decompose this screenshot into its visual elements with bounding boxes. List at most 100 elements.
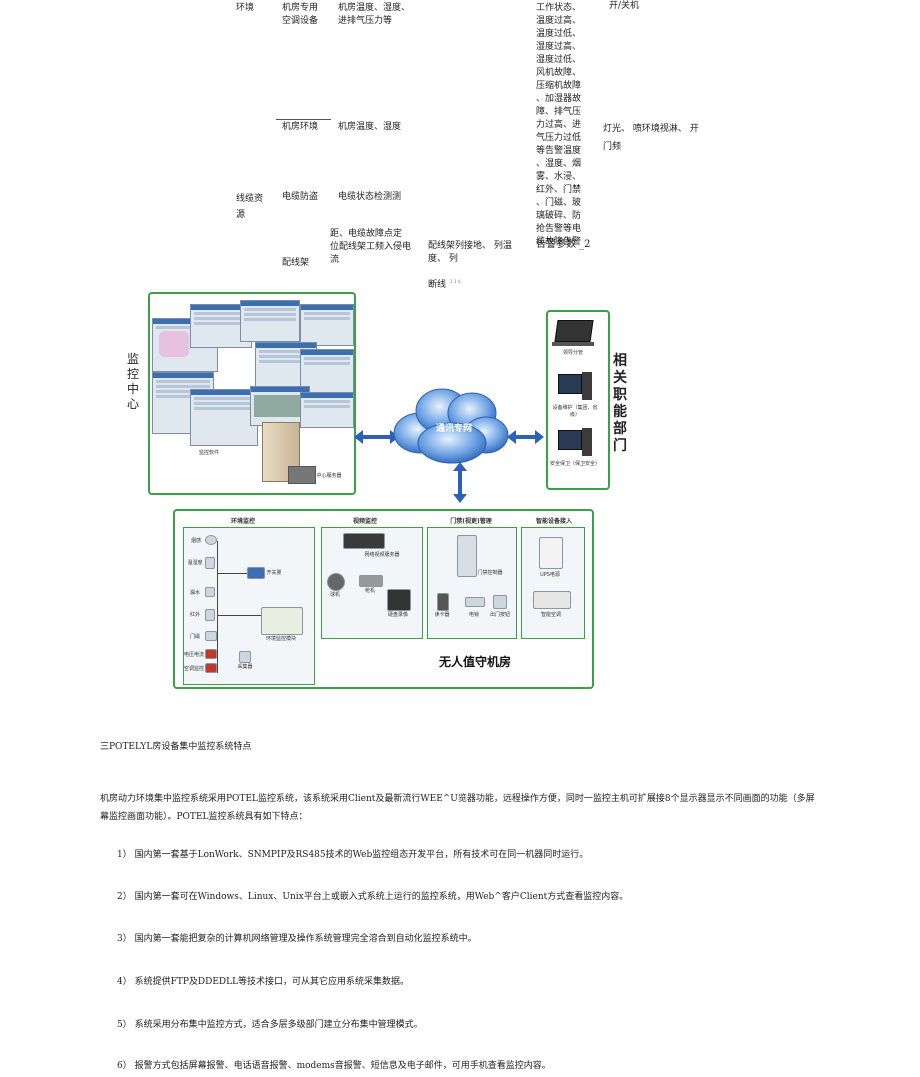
cell-frame-small: 1 1 ((. bbox=[450, 279, 463, 284]
dept-caption-3: 安全保卫（保卫安全） bbox=[550, 461, 601, 467]
electric-lock-icon bbox=[465, 597, 485, 607]
unattended-room-box: 环境监控 视频监控 门禁(视更)管理 智能设备接入 烟感 温湿度 漏水 红外 门… bbox=[173, 509, 594, 689]
workstation-icon bbox=[288, 466, 316, 484]
header-smart: 智能设备接入 bbox=[535, 518, 572, 525]
cap-reader: 读卡器 bbox=[434, 612, 450, 618]
access-controller-icon bbox=[457, 535, 477, 577]
switch-module-icon bbox=[247, 567, 265, 579]
feature-item-6: 6） 报警方式包括屏幕报警、电话语音报警、modems音报警、短信息及电子邮件，… bbox=[117, 1061, 551, 1071]
link-line-1 bbox=[217, 573, 247, 574]
arrowhead-left-icon bbox=[354, 430, 363, 444]
cell-env: 环境 bbox=[236, 3, 255, 13]
temp-sensor-icon bbox=[205, 557, 215, 569]
system-diagram: 监 控 中 心 监控软件 中心服务器 bbox=[118, 289, 630, 695]
cap-power: 电压电流 bbox=[183, 652, 204, 658]
cap-switch: 开关量 bbox=[266, 570, 282, 576]
section-intro: 机房动力环境集中监控系统采用POTEL监控系统，该系统采用Client及最新流行… bbox=[100, 794, 815, 822]
arrow-center-network bbox=[356, 435, 396, 439]
monitor-center-box: 监控软件 中心服务器 bbox=[148, 292, 356, 495]
ac-sensor-icon bbox=[205, 663, 217, 673]
cap-door: 门磁 bbox=[189, 634, 200, 640]
laptop-icon bbox=[554, 320, 594, 342]
arrowhead-down-icon bbox=[453, 494, 467, 503]
pc-monitor-icon bbox=[558, 374, 582, 394]
pc-monitor-icon-2 bbox=[558, 430, 582, 450]
cell-lights: 灯光、 喷环境视淋、 开 门频 bbox=[603, 124, 699, 152]
card-reader-icon bbox=[437, 593, 449, 611]
door-sensor-icon bbox=[205, 631, 217, 641]
arrowhead-right-icon-2 bbox=[535, 430, 544, 444]
cap-lock: 电锁 bbox=[468, 612, 479, 618]
label-monitor-center: 监 控 中 心 bbox=[126, 352, 139, 411]
cell-alarm-list: 工作状态、 温度过高、 温度过低、 湿度过高、 湿度过低、 风机故障、 压缩机故… bbox=[536, 3, 582, 247]
bullet-camera-icon bbox=[359, 575, 383, 587]
screen-3 bbox=[240, 300, 300, 342]
smoke-sensor-icon bbox=[205, 535, 217, 545]
collector-icon bbox=[239, 651, 251, 663]
feature-item-5: 5） 系统采用分布集中监控方式，适合多层多级部门建立分布集中管理模式。 bbox=[117, 1020, 423, 1030]
feature-item-2: 2） 国内第一套可在Windows、Linux、Unix平台上或嵌入式系统上运行… bbox=[117, 892, 629, 902]
cell-ac-params: 机房温度、湿度、 进排气压力等 bbox=[338, 3, 411, 26]
cap-ac: 空调监控 bbox=[183, 666, 204, 672]
header-video: 视频监控 bbox=[352, 518, 377, 525]
cap-collector: 采集器 bbox=[237, 664, 253, 670]
room-title: 无人值守机房 bbox=[438, 655, 511, 669]
screen-4 bbox=[300, 304, 354, 346]
dept-caption-1: 领导分管 bbox=[562, 350, 583, 356]
cell-onoff: 开/关机 bbox=[609, 1, 640, 11]
cell-room-params: 机房温度、湿度 bbox=[338, 122, 402, 132]
cap-ups: UPS电源 bbox=[540, 572, 560, 578]
power-sensor-icon bbox=[205, 649, 217, 659]
video-server-icon bbox=[343, 533, 385, 549]
dome-camera-icon bbox=[327, 573, 345, 591]
header-env: 环境监控 bbox=[230, 518, 255, 525]
cell-room-env: 机房环境 bbox=[282, 122, 319, 132]
label-related-depts: 相 关 职 能 部 门 bbox=[613, 353, 627, 454]
dept-caption-2: 设备维护（集团、省级） bbox=[552, 405, 598, 418]
cap-leak: 漏水 bbox=[189, 590, 200, 596]
feature-item-4: 4） 系统提供FTP及DDEDLL等技术接口，可从其它应用系统采集数据。 bbox=[117, 977, 410, 987]
cell-cable-resource: 线缆资 源 bbox=[236, 194, 264, 220]
arrow-network-room bbox=[458, 465, 462, 499]
network-cloud-icon bbox=[393, 388, 509, 464]
cap-nvr: 硬盘录像 bbox=[387, 612, 408, 618]
screen-10 bbox=[300, 392, 354, 428]
cap-env-module: 环境监控模块 bbox=[265, 636, 296, 642]
pc-tower-icon bbox=[582, 372, 592, 400]
cell-frame-params: 配线架列接地、 列温 度、 列 断线 bbox=[428, 241, 512, 290]
cap-video-server: 网络视频服务器 bbox=[364, 552, 400, 558]
exit-button-icon bbox=[493, 595, 507, 609]
arrowhead-up-icon bbox=[453, 462, 467, 471]
related-depts-box: 领导分管 设备维护（集团、省级） 安全保卫（保卫安全） bbox=[546, 310, 610, 490]
link-line-2 bbox=[217, 615, 261, 616]
cell-ac-device: 机房专用 空调设备 bbox=[282, 3, 319, 26]
cell-alarm-params: 告警参数 _2 bbox=[536, 239, 591, 250]
cell-cable-theft: 电缆防盗 bbox=[282, 192, 319, 202]
bus-line bbox=[217, 541, 218, 673]
cap-dome: 球机 bbox=[329, 592, 340, 598]
network-label: 通讯专网 bbox=[435, 424, 472, 434]
header-access: 门禁(视更)管理 bbox=[450, 518, 492, 525]
feature-item-1: 1） 国内第一套基于LonWork、SNMPIP及RS485技术的Web监控组态… bbox=[117, 850, 589, 860]
cap-infrared: 红外 bbox=[189, 612, 200, 618]
cap-bullet: 枪机 bbox=[364, 588, 375, 594]
nvr-icon bbox=[387, 589, 411, 611]
cap-temp: 温湿度 bbox=[187, 560, 203, 566]
table-rule bbox=[276, 119, 331, 120]
cap-controller: 门禁控制器 bbox=[477, 570, 503, 576]
smart-ac-icon bbox=[533, 591, 571, 609]
cap-smart-ac: 智能空调 bbox=[540, 612, 561, 618]
arrow-network-depts bbox=[510, 435, 540, 439]
cell-cable-fault: 距、电缆故障点定 位配线架工频入侵电 流 bbox=[330, 229, 412, 265]
cap-exit: 出门按钮 bbox=[489, 612, 510, 618]
laptop-base bbox=[552, 342, 594, 346]
leak-sensor-icon bbox=[205, 587, 215, 597]
section-heading: 三POTELYL房设备集中监控系统特点 bbox=[100, 742, 252, 752]
feature-item-3: 3） 国内第一套能把复杂的计算机网络管理及操作系统管理完全溶合到自动化监控系统中… bbox=[117, 934, 477, 944]
env-module-icon bbox=[261, 607, 303, 635]
cell-distribution-frame: 配线架 bbox=[282, 258, 310, 268]
cell-cable-status: 电缆状态检测测 bbox=[338, 192, 402, 202]
infrared-sensor-icon bbox=[205, 609, 215, 621]
caption-client: 监控软件 bbox=[198, 450, 219, 456]
screen-8 bbox=[190, 389, 258, 446]
